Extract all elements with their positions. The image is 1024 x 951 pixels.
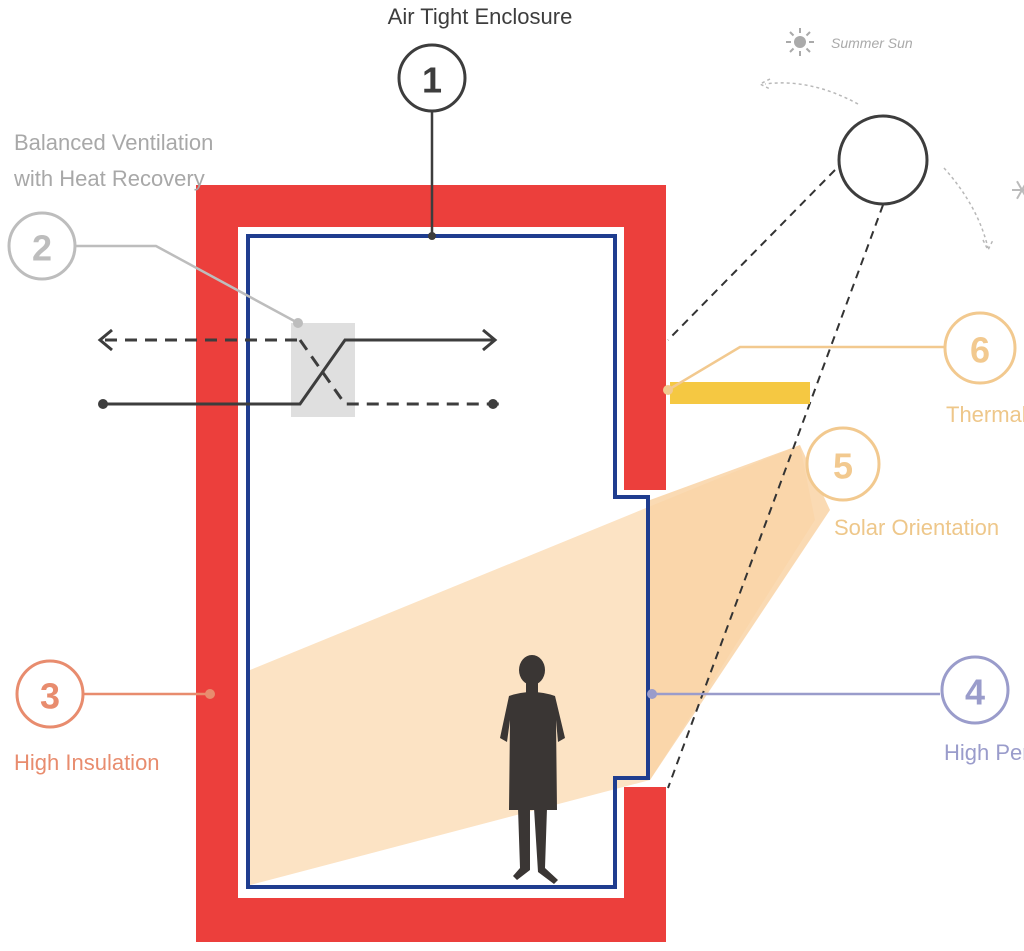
label-air-tight: Air Tight Enclosure <box>388 4 573 29</box>
sun-path-arc-left <box>764 82 859 105</box>
svg-text:1: 1 <box>422 60 442 101</box>
label-solar: Solar Orientation <box>834 515 999 540</box>
marker-3: 3 <box>15 659 85 729</box>
svg-text:6: 6 <box>970 330 990 371</box>
leader-line-6 <box>667 345 945 392</box>
exhaust-arrowhead <box>97 328 113 352</box>
label-ventilation-line2: with Heat Recovery <box>13 166 205 191</box>
label-insulation: High Insulation <box>14 750 160 775</box>
svg-text:5: 5 <box>833 446 853 487</box>
person-silhouette <box>500 655 565 884</box>
insulation-bottom <box>196 898 666 942</box>
label-windows: High Per <box>944 740 1024 765</box>
svg-text:4: 4 <box>965 672 985 713</box>
sunlight-beam-outer <box>650 445 830 780</box>
supply-arrowhead <box>482 328 498 352</box>
marker-2: 2 <box>7 211 77 281</box>
shading-overhang <box>670 382 810 404</box>
sun-path <box>758 78 994 252</box>
svg-text:2: 2 <box>32 228 52 269</box>
sun-circle <box>837 114 929 206</box>
sun-path-arrow-right <box>982 239 994 252</box>
leader-dot-6 <box>663 385 673 395</box>
insulation-walls <box>196 185 666 942</box>
sun-path-arc-right <box>943 167 989 249</box>
leader-dot-1 <box>428 232 436 240</box>
ventilation-flows <box>97 328 500 406</box>
sun-path-arrow-left <box>758 78 771 90</box>
supply-start-dot <box>98 399 108 409</box>
leader-dot-3 <box>205 689 215 699</box>
marker-4: 4 <box>940 655 1010 725</box>
marker-1: 1 <box>397 43 467 113</box>
air-tight-line <box>246 234 650 889</box>
leader-line-2 <box>76 244 299 325</box>
marker-5: 5 <box>805 426 881 502</box>
label-ventilation-line1: Balanced Ventilation <box>14 130 213 155</box>
summer-sun-icon <box>786 28 814 56</box>
winter-sun-ray <box>667 204 884 789</box>
label-thermal: Thermal <box>946 402 1024 427</box>
leader-dot-2 <box>293 318 303 328</box>
insulation-right-upper <box>624 185 666 490</box>
summer-sun-label: Summer Sun <box>831 35 913 51</box>
leader-dot-4 <box>647 689 657 699</box>
exhaust-dashed-inside <box>298 339 500 406</box>
marker-6: 6 <box>943 311 1017 385</box>
winter-snowflake-icon <box>1012 180 1024 200</box>
summer-sun-ray <box>667 169 836 341</box>
insulation-left <box>196 185 238 942</box>
sun-angle-lines <box>667 169 884 789</box>
exhaust-start-dot <box>488 399 498 409</box>
svg-text:3: 3 <box>40 676 60 717</box>
supply-solid-line <box>103 338 495 406</box>
insulation-right-lower <box>624 787 666 942</box>
